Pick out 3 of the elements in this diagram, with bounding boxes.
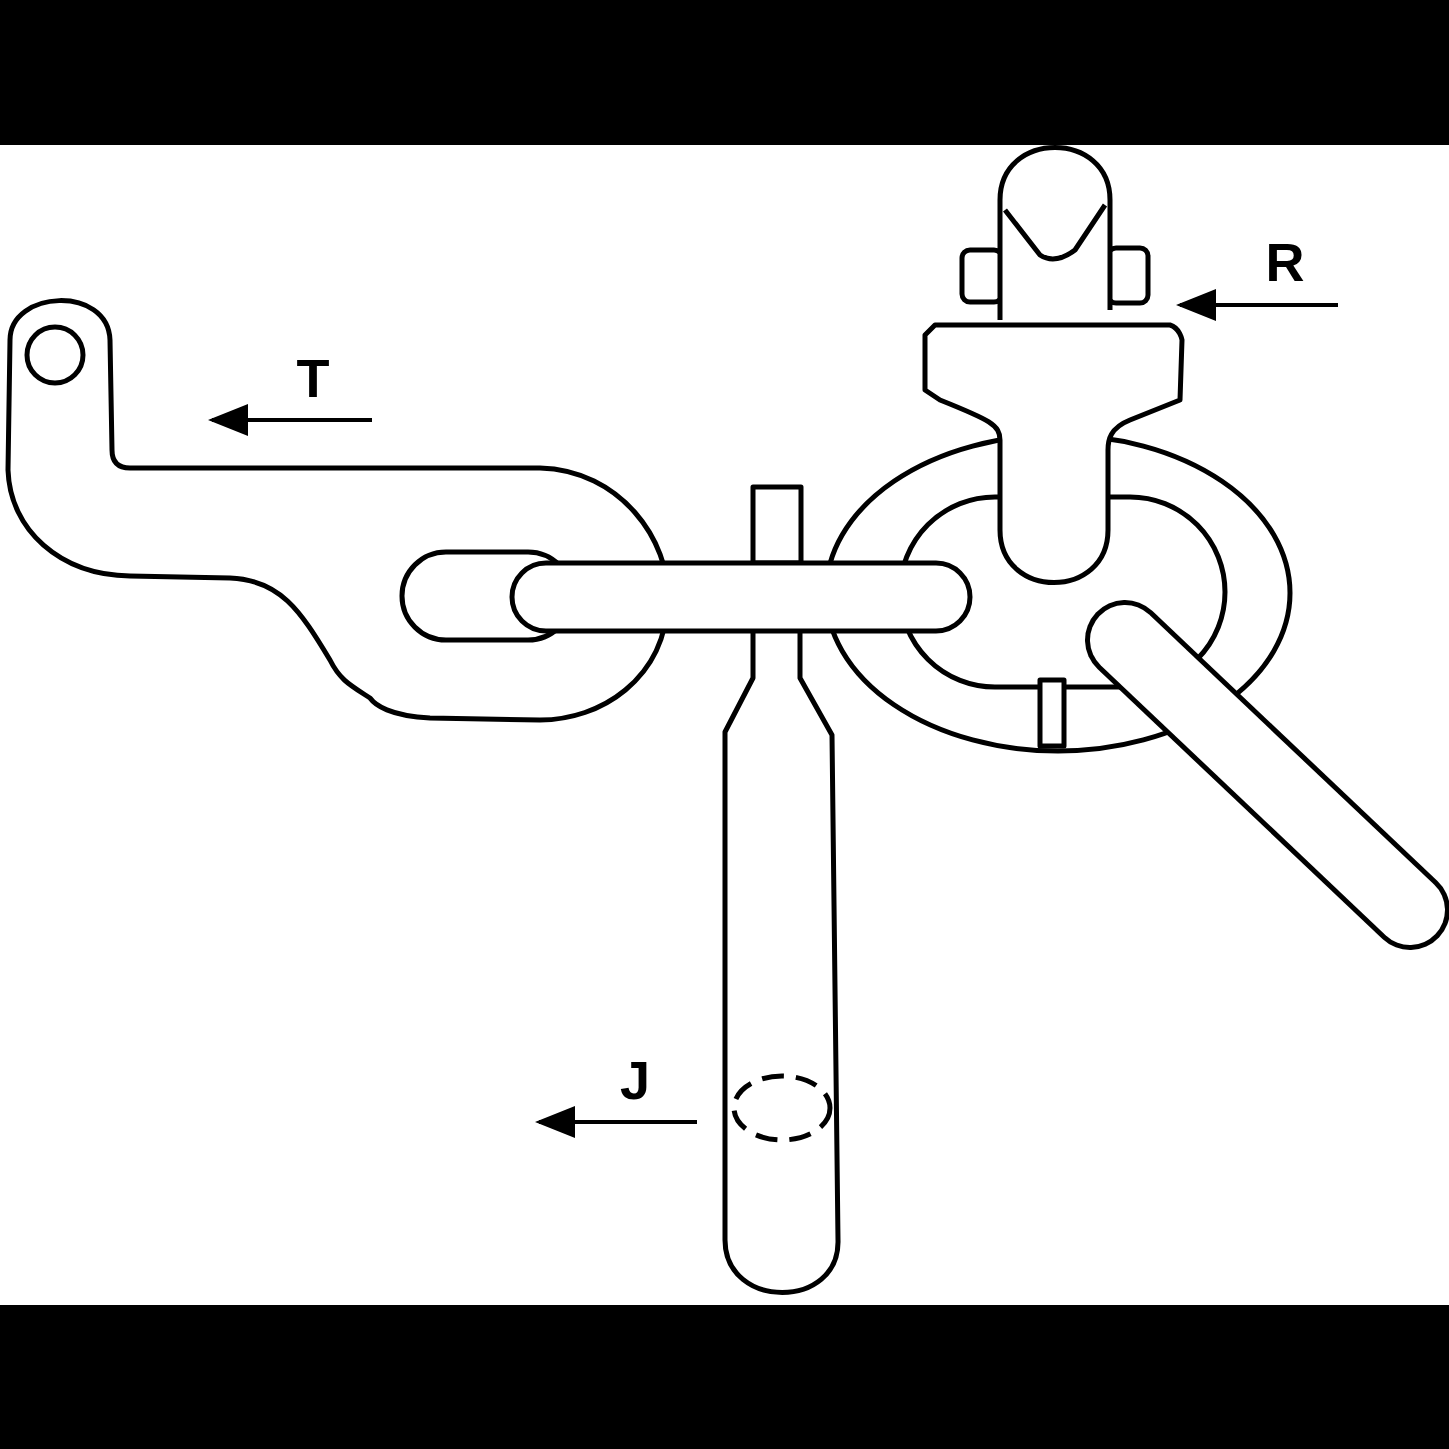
part-letter: T (296, 351, 330, 405)
part-letter: J (620, 1053, 650, 1107)
part-letter: R (1265, 235, 1305, 289)
